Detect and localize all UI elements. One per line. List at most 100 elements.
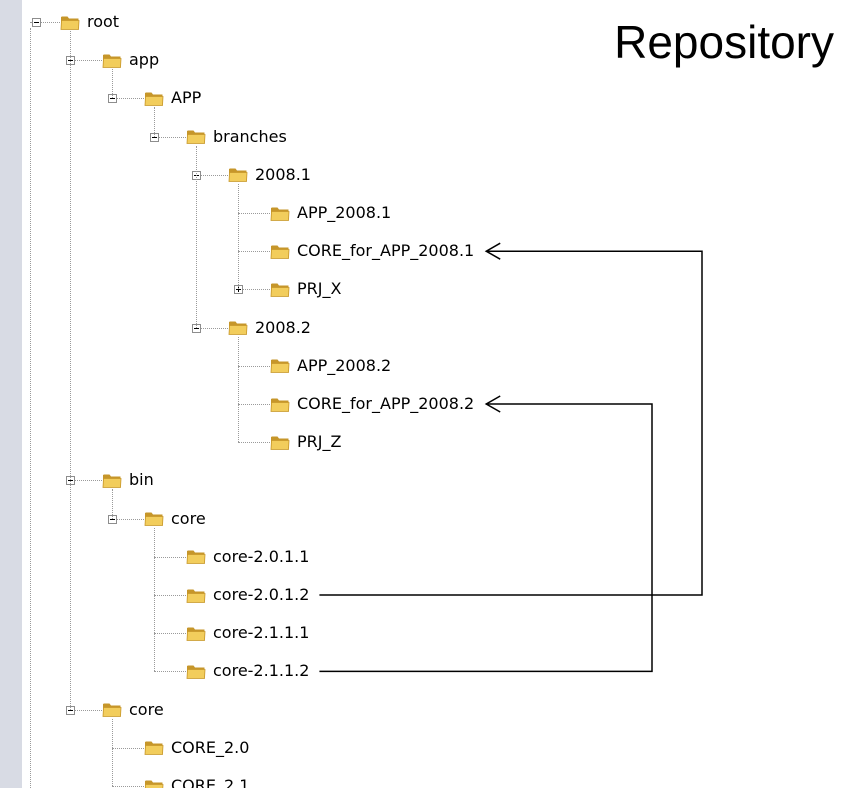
tree-node-label: APP xyxy=(171,88,202,108)
tree-guide-line xyxy=(112,718,113,786)
folder-icon xyxy=(270,245,290,259)
arrowhead-icon xyxy=(484,242,501,260)
tree-connector xyxy=(112,518,144,520)
tree-node-core-for-app-2008-1[interactable]: CORE_for_APP_2008.1 xyxy=(270,239,474,263)
tree-connector xyxy=(154,136,186,138)
tree-node-label: CORE_2.1 xyxy=(171,776,250,788)
tree-connector xyxy=(154,556,186,558)
tree-node-label: core xyxy=(129,699,164,719)
folder-icon xyxy=(102,474,122,488)
tree-node-app-2008-2[interactable]: APP_2008.2 xyxy=(270,354,391,378)
tree-guide-line xyxy=(154,107,155,137)
tree-node-label: CORE_for_APP_2008.2 xyxy=(297,394,475,413)
tree-node-bin[interactable]: bin xyxy=(102,468,154,492)
tree-node-app-2008-1[interactable]: APP_2008.1 xyxy=(270,201,391,225)
tree-guide-line xyxy=(112,69,113,99)
folder-icon xyxy=(270,436,290,450)
tree-node-label: CORE_2.0 xyxy=(171,737,250,757)
folder-icon xyxy=(270,359,290,374)
tree-node-2008-1[interactable]: 2008.1 xyxy=(228,163,311,187)
tree-connector xyxy=(154,671,186,673)
tree-guide-line xyxy=(238,183,239,290)
tree-connector xyxy=(154,633,186,635)
tree-node-app[interactable]: app xyxy=(102,48,159,72)
tree-node-branches[interactable]: branches xyxy=(186,125,287,149)
tree-node-label: core-2.0.1.1 xyxy=(213,546,310,566)
tree-connector xyxy=(112,747,144,749)
folder-icon xyxy=(186,627,206,641)
tree-node-core-2-1-1-1[interactable]: core-2.1.1.1 xyxy=(186,621,309,645)
tree-node-core-2-0-1-2[interactable]: core-2.0.1.2 xyxy=(186,583,309,607)
tree-node-label: app xyxy=(129,50,160,70)
tree-connector xyxy=(70,709,102,711)
tree-node-prj-z[interactable]: PRJ_Z xyxy=(270,430,341,454)
tree-connector xyxy=(196,174,228,176)
folder-icon xyxy=(144,741,164,756)
tree-connector xyxy=(238,442,270,444)
tree-guide-line xyxy=(112,489,113,519)
link-arrow-core-for-app-2008-1 xyxy=(319,250,703,596)
folder-icon xyxy=(102,703,122,717)
tree-node-core[interactable]: core xyxy=(102,698,164,722)
tree-connector xyxy=(112,98,144,100)
tree-connector xyxy=(30,22,60,23)
link-arrow-core-for-app-2008-2 xyxy=(319,403,653,673)
folder-icon xyxy=(186,589,206,603)
tree-node-label: root xyxy=(87,12,120,31)
tree-node-core-for-app-2008-2[interactable]: CORE_for_APP_2008.2 xyxy=(270,392,474,416)
folder-icon xyxy=(186,550,206,565)
tree-node-label: core xyxy=(171,508,206,528)
tree-connector xyxy=(154,595,186,596)
folder-icon xyxy=(144,512,164,526)
folder-icon xyxy=(270,398,290,412)
tree-node-label: CORE_for_APP_2008.1 xyxy=(297,241,475,261)
collapse-icon[interactable] xyxy=(32,18,41,27)
tree-node-2008-2[interactable]: 2008.2 xyxy=(228,316,311,340)
tree-node-label: core-2.0.1.2 xyxy=(213,585,310,604)
link-arrows xyxy=(319,242,703,673)
folder-icon xyxy=(186,665,206,679)
tree-node-core-2-0-1-1[interactable]: core-2.0.1.1 xyxy=(186,545,309,569)
tree-connector xyxy=(112,786,144,787)
tree-node-label: PRJ_Z xyxy=(297,432,342,452)
tree-node-label: bin xyxy=(129,470,154,490)
tree-guide-line xyxy=(70,31,71,710)
tree-node-label: APP_2008.2 xyxy=(297,355,392,375)
folder-icon xyxy=(270,207,290,221)
arrowhead-icon xyxy=(484,395,501,413)
tree-connector xyxy=(238,251,270,253)
tree-connector xyxy=(238,213,270,214)
tree-node-core[interactable]: core xyxy=(144,507,206,531)
folder-icon xyxy=(60,16,80,30)
folder-icon xyxy=(102,54,122,68)
tree-node-label: PRJ_X xyxy=(297,279,342,299)
folder-icon xyxy=(270,283,290,297)
tree-node-label: core-2.1.1.1 xyxy=(213,623,310,643)
tree-connector xyxy=(238,404,270,405)
tree-node-label: APP_2008.1 xyxy=(297,203,392,222)
folder-icon xyxy=(144,92,164,106)
tree-connector xyxy=(238,289,270,291)
tree-connector xyxy=(196,327,228,329)
tree-node-root[interactable]: root xyxy=(60,10,119,34)
tree-node-core-2-0[interactable]: CORE_2.0 xyxy=(144,736,249,760)
tree-guide-line xyxy=(238,336,239,443)
folder-icon xyxy=(186,130,206,144)
tree-connector xyxy=(70,480,102,482)
tree-node-label: branches xyxy=(213,126,287,146)
tree-guide-line xyxy=(196,145,197,328)
tree-connector xyxy=(238,365,270,367)
tree-guide-line xyxy=(30,28,31,788)
tree-node-label: core-2.1.1.2 xyxy=(213,661,310,681)
folder-icon xyxy=(228,321,248,335)
tree-guide-line xyxy=(154,527,155,672)
diagram-title: Repository xyxy=(614,16,834,68)
tree-node-label: 2008.1 xyxy=(255,164,311,184)
folder-icon xyxy=(144,780,164,788)
tree-node-prj-x[interactable]: PRJ_X xyxy=(270,277,341,301)
tree-node-core-2-1[interactable]: CORE_2.1 xyxy=(144,774,249,788)
tree-connector xyxy=(70,60,102,62)
tree-node-app[interactable]: APP xyxy=(144,86,201,110)
tree-node-core-2-1-1-2[interactable]: core-2.1.1.2 xyxy=(186,659,309,683)
